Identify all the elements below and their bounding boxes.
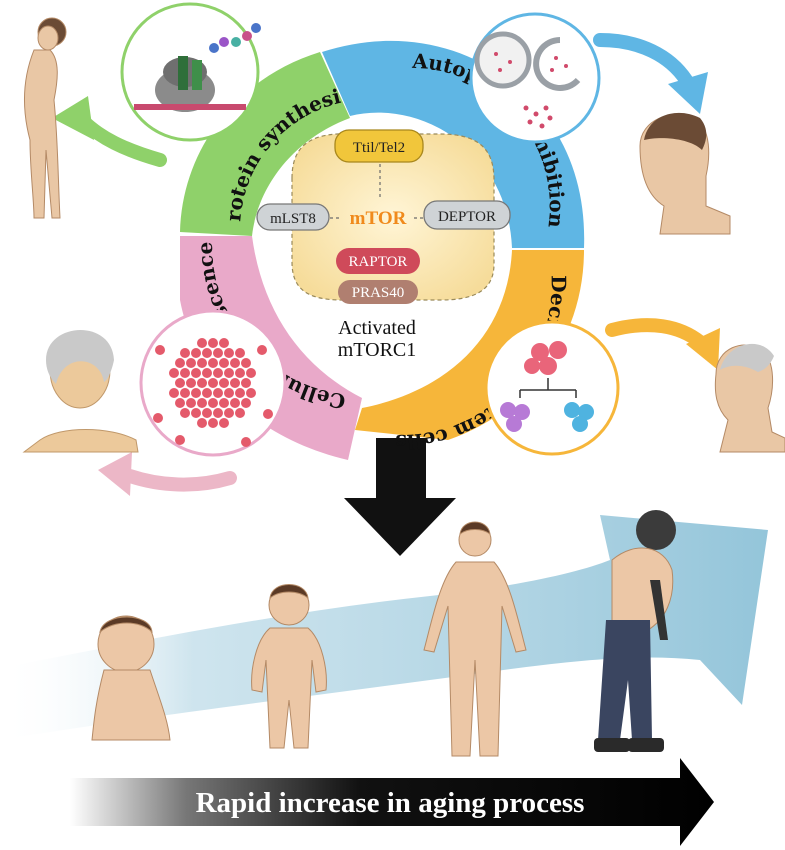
inset-autophagy (469, 12, 601, 144)
tti1-tel2-pill: Ttil/Tel2 (334, 129, 424, 163)
central-down-arrow (344, 438, 456, 556)
baby-figure (91, 615, 171, 741)
svg-text:PRAS40: PRAS40 (352, 285, 405, 301)
growth-band (0, 515, 768, 740)
elderly-woman-figure (22, 329, 139, 453)
mlst8-pill: mLST8 (256, 203, 330, 231)
differentiated-cells-blue-icon (564, 402, 594, 432)
deptor-pill: DEPTOR (423, 200, 511, 230)
arrow-to-elderly-woman (123, 469, 237, 492)
complex-caption-line2: mTORC1 (338, 339, 417, 361)
mtor-label: mTOR (350, 208, 407, 229)
ring-segment-decrease-stem-cells (355, 250, 584, 440)
elderly-man-figure (714, 343, 785, 453)
arrow-to-older-man (593, 33, 693, 87)
raptor-pill: RAPTOR (336, 248, 420, 274)
pras40-pill: PRAS40 (338, 280, 418, 304)
arrowhead-green (52, 96, 94, 140)
adult-man-figure (423, 521, 527, 757)
senescent-cells-icon (153, 338, 273, 447)
phagophore-icon (533, 37, 581, 91)
arrowhead-orange (686, 328, 720, 370)
adult-woman-figure (23, 17, 67, 219)
autophagosome-icon (474, 31, 532, 89)
arrow-to-elderly-man (605, 318, 707, 349)
svg-text:mLST8: mLST8 (270, 211, 316, 227)
aging-banner-arrow (70, 758, 714, 846)
arrowhead-pink (98, 452, 132, 496)
mrna-strand-icon (134, 104, 246, 110)
svg-text:Ttil/Tel2: Ttil/Tel2 (353, 140, 405, 156)
older-man-figure (639, 112, 731, 235)
arrowhead-blue (668, 72, 708, 114)
svg-text:DEPTOR: DEPTOR (438, 209, 496, 225)
inset-senescence (139, 309, 287, 457)
inset-stem-cells (484, 320, 620, 456)
svg-text:RAPTOR: RAPTOR (349, 254, 408, 270)
child-figure (251, 584, 327, 749)
complex-caption-line1: Activated (338, 317, 416, 339)
stem-cell-cluster-icon (524, 341, 567, 375)
inset-protein-synthesis (120, 2, 261, 142)
ring-segment-protein-synthesis (180, 52, 350, 236)
differentiated-cells-purple-icon (500, 402, 530, 432)
elderly-bent-man-figure (594, 510, 676, 752)
aging-banner-text: Rapid increase in aging process (196, 787, 585, 819)
